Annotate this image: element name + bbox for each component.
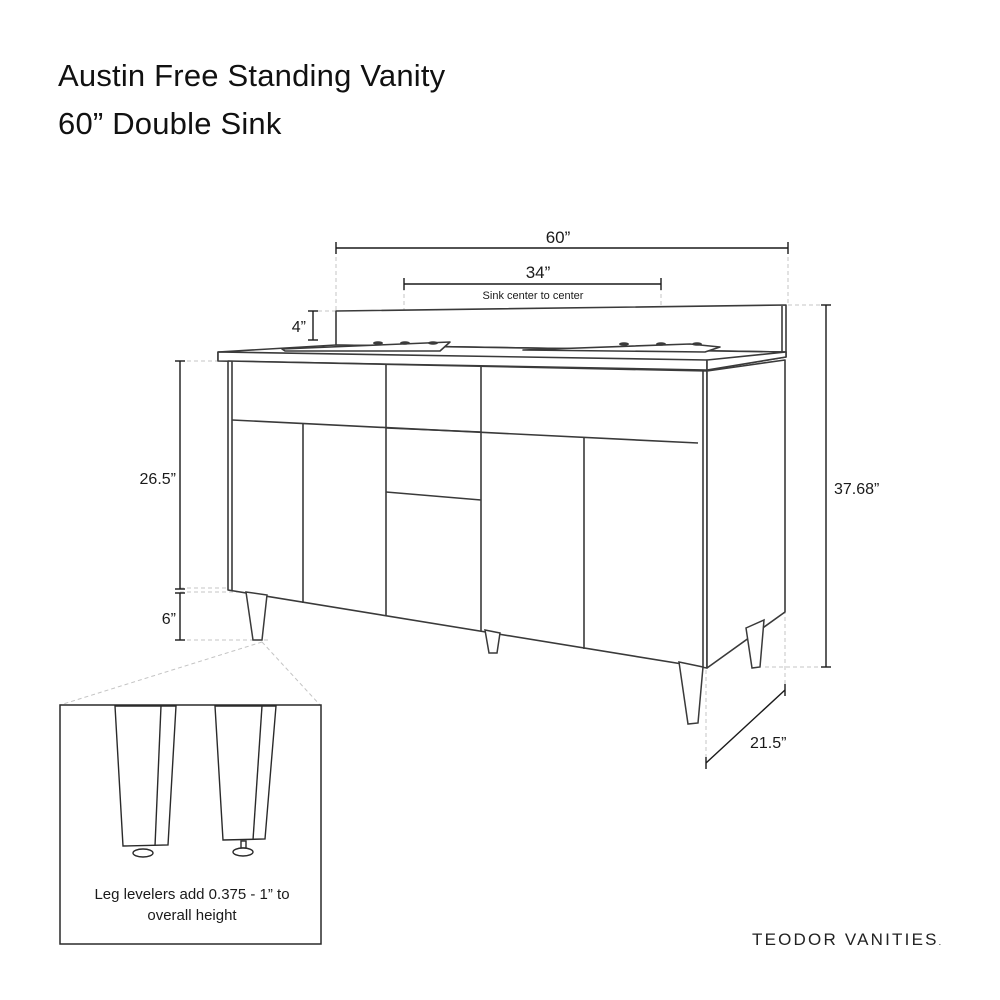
brand-name: TEODOR VANITIES [752,930,939,949]
leg-leveler-inset [59,704,322,945]
cabinet-height-label: 26.5” [140,471,176,488]
brand-logo: TEODOR VANITIES. [752,930,943,950]
sink-spacing-label: 34” [526,263,551,282]
depth-label: 21.5” [750,735,786,752]
vanity-legs [245,591,765,725]
overall-height-label: 37.68” [834,481,879,498]
backsplash-height-label: 4” [292,319,306,336]
leg-leveler-caption: Leg levelers add 0.375 - 1” to overall h… [62,884,322,926]
width-label: 60” [546,228,571,247]
vanity-body [217,304,787,669]
caption-line-1: Leg levelers add 0.375 - 1” to [94,886,290,903]
page-subtitle: 60” Double Sink [58,106,282,141]
brand-mark: . [938,937,944,947]
faucet-holes [373,341,702,346]
sink-spacing-note: Sink center to center [483,290,584,302]
page-title: Austin Free Standing Vanity [58,58,446,93]
leg-height-label: 6” [162,611,176,628]
caption-line-2: overall height [147,907,237,924]
dimension-lines [175,242,831,769]
